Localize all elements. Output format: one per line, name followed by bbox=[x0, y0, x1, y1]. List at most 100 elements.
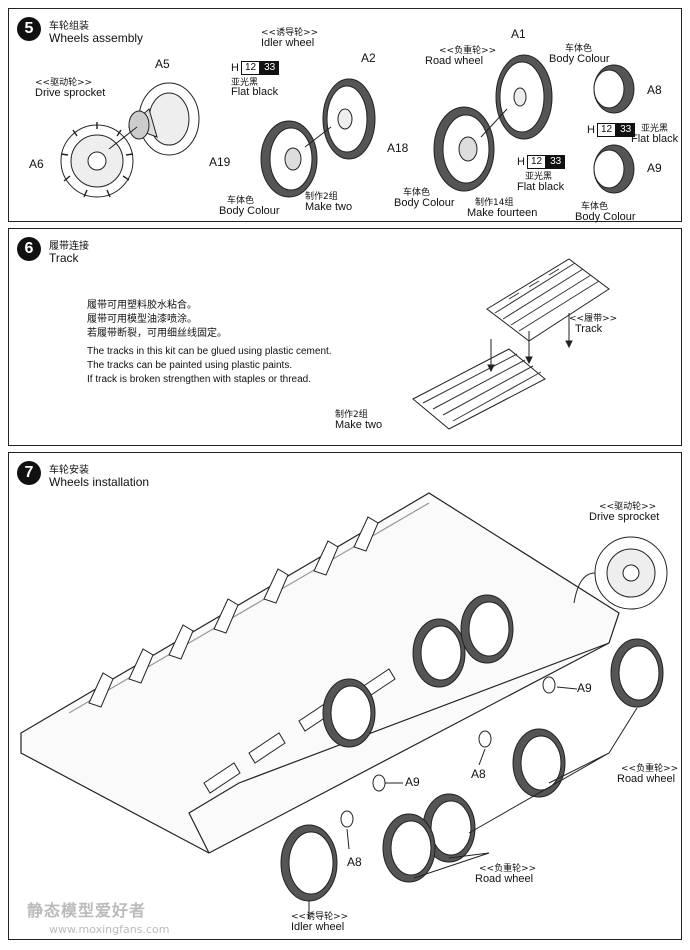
step5-drawing bbox=[60, 54, 635, 198]
track-assembly-arrows bbox=[487, 313, 573, 373]
paint-code-small: H 12 33 bbox=[587, 123, 636, 137]
make-two-en-6: Make two bbox=[335, 419, 383, 431]
flat-black-en: Flat black bbox=[231, 86, 279, 98]
instruction-en-1: The tracks in this kit can be glued usin… bbox=[87, 346, 332, 357]
road-en-7a: Road wheel bbox=[617, 773, 676, 785]
make-two-cn-6: 制作2组 bbox=[335, 410, 368, 420]
sprocket-gear-a6 bbox=[60, 122, 134, 198]
road-cn: <<负重轮>> bbox=[439, 46, 497, 56]
track-cn: <<履带>> bbox=[569, 314, 618, 324]
part-a5: A5 bbox=[155, 57, 170, 71]
part-a6: A6 bbox=[29, 157, 44, 171]
body-colour-en-4: Body Colour bbox=[575, 211, 636, 223]
part-a19: A19 bbox=[209, 155, 231, 169]
part-a18: A18 bbox=[387, 141, 409, 155]
step5-number: 5 bbox=[17, 17, 41, 41]
track-en: Track bbox=[575, 323, 603, 335]
make-fourteen-cn: 制作14组 bbox=[475, 198, 514, 208]
road-wheels-loose bbox=[382, 638, 664, 883]
part-a8: A8 bbox=[647, 83, 662, 97]
step6-drawing bbox=[412, 258, 610, 430]
paint-h-3: H bbox=[587, 124, 595, 136]
part-a8-b: A8 bbox=[347, 855, 362, 869]
body-colour-cn-4: 车体色 bbox=[581, 202, 609, 212]
idler-wheel-a2 bbox=[322, 78, 376, 160]
step6-title-cn: 履带连接 bbox=[49, 241, 89, 252]
small-wheel-a8 bbox=[593, 64, 635, 114]
make-two-en: Make two bbox=[305, 201, 353, 213]
step7-title-cn: 车轮安装 bbox=[49, 465, 89, 476]
drive-sprocket-en-7: Drive sprocket bbox=[589, 511, 660, 523]
leader-lines bbox=[308, 686, 638, 919]
step6-number: 6 bbox=[17, 237, 41, 261]
paint-code-idler: H 12 33 bbox=[231, 61, 280, 75]
track-links-lower bbox=[412, 348, 546, 430]
idler-cn-7: <<诱导轮>> bbox=[291, 912, 349, 922]
drive-sprocket-en: Drive sprocket bbox=[35, 87, 106, 99]
idler-wheel bbox=[280, 824, 338, 902]
step5-title-en: Wheels assembly bbox=[49, 31, 144, 45]
flat-black-cn: 亚光黑 bbox=[231, 78, 259, 88]
body-colour-en-3: Body Colour bbox=[549, 53, 610, 65]
paint-12: 12 bbox=[240, 61, 261, 75]
paint-33-2: 33 bbox=[546, 155, 566, 169]
flat-black-en-3: Flat black bbox=[631, 133, 679, 145]
track-links-upper bbox=[486, 258, 610, 342]
body-colour-en-2: Body Colour bbox=[394, 197, 455, 209]
paint-33: 33 bbox=[260, 61, 280, 75]
body-colour-cn-1: 车体色 bbox=[227, 196, 255, 206]
make-fourteen-en: Make fourteen bbox=[467, 207, 538, 219]
drive-sprocket bbox=[594, 536, 668, 610]
flat-black-en-2: Flat black bbox=[517, 181, 565, 193]
small-parts bbox=[340, 676, 556, 828]
step6-panel: 6 履带连接 Track 履带可用塑料胶水粘合。 履带可用模型油漆喷涂。 若履带… bbox=[8, 228, 682, 446]
watermark-logo: 静态模型爱好者 bbox=[27, 901, 147, 920]
road-wheel-a1 bbox=[495, 54, 553, 140]
part-a9: A9 bbox=[647, 161, 662, 175]
make-two-cn: 制作2组 bbox=[305, 192, 338, 202]
step5-panel: 5 车轮组装 Wheels assembly bbox=[8, 8, 682, 223]
paint-33-3: 33 bbox=[616, 123, 636, 137]
idler-en: Idler wheel bbox=[261, 37, 315, 49]
suspension-arms-upper bbox=[88, 516, 379, 708]
part-a8-a: A8 bbox=[471, 767, 486, 781]
step7-number: 7 bbox=[17, 461, 41, 485]
paint-h-2: H bbox=[517, 156, 525, 168]
road-cn-7b: <<负重轮>> bbox=[479, 864, 537, 874]
road-wheel-a18 bbox=[433, 106, 495, 192]
paint-h: H bbox=[231, 62, 239, 74]
road-cn-7a: <<负重轮>> bbox=[621, 764, 679, 774]
paint-code-road: H 12 33 bbox=[517, 155, 566, 169]
part-a2: A2 bbox=[361, 51, 376, 65]
part-a9-a: A9 bbox=[577, 681, 592, 695]
idler-wheel-a19 bbox=[260, 120, 318, 198]
step5-title-cn: 车轮组装 bbox=[49, 21, 89, 32]
drive-sprocket-cn: <<驱动轮>> bbox=[35, 78, 93, 88]
body-colour-en-1: Body Colour bbox=[219, 205, 280, 217]
idler-cn: <<诱导轮>> bbox=[261, 28, 319, 38]
instruction-cn-1: 履带可用塑料胶水粘合。 bbox=[87, 300, 197, 311]
instruction-cn-3: 若履带断裂，可用细丝线固定。 bbox=[87, 328, 227, 339]
flat-black-cn-2: 亚光黑 bbox=[525, 172, 553, 182]
step7-title-en: Wheels installation bbox=[49, 475, 150, 489]
watermark-url: www.moxingfans.com bbox=[49, 923, 170, 936]
idler-en-7: Idler wheel bbox=[291, 921, 345, 933]
step6-title-en: Track bbox=[49, 251, 79, 265]
instruction-en-3: If track is broken strengthen with stapl… bbox=[87, 374, 311, 385]
instruction-cn-2: 履带可用模型油漆喷涂。 bbox=[87, 314, 197, 325]
part-a1: A1 bbox=[511, 27, 526, 41]
drive-sprocket-cn-7: <<驱动轮>> bbox=[599, 502, 657, 512]
road-wheels-mounted bbox=[322, 594, 514, 748]
road-en: Road wheel bbox=[425, 55, 484, 67]
sprocket-hub-a5 bbox=[128, 82, 200, 156]
paint-12-2: 12 bbox=[526, 155, 547, 169]
body-colour-cn-2: 车体色 bbox=[403, 188, 431, 198]
part-a9-b: A9 bbox=[405, 775, 420, 789]
flat-black-cn-3: 亚光黑 bbox=[641, 124, 669, 134]
road-en-7b: Road wheel bbox=[475, 873, 534, 885]
step7-drawing bbox=[20, 492, 668, 919]
body-colour-cn-3: 车体色 bbox=[565, 44, 593, 54]
instruction-en-2: The tracks can be painted using plastic … bbox=[87, 360, 293, 371]
small-wheel-a9 bbox=[593, 144, 635, 194]
step7-panel: 7 车轮安装 Wheels installation bbox=[8, 452, 682, 940]
